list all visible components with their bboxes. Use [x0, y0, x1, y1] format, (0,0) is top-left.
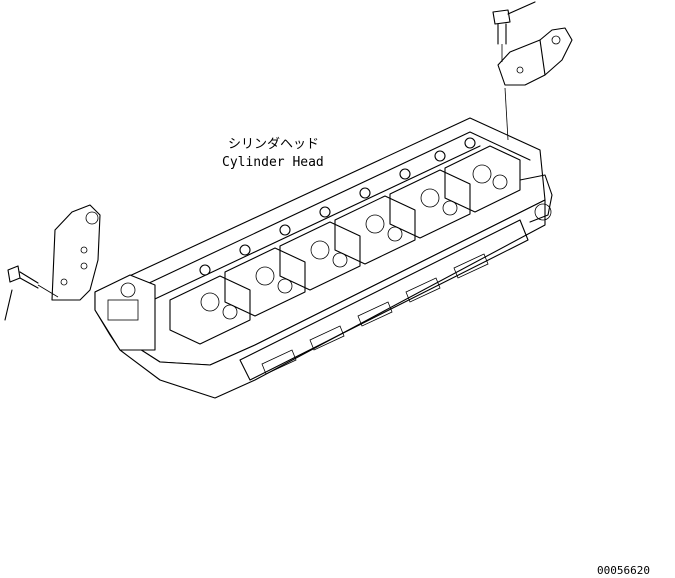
rear-lifting-bracket	[497, 27, 573, 86]
figure-number: 00056620	[597, 564, 650, 577]
manifold-face	[239, 219, 529, 381]
front-lifting-bracket	[51, 204, 101, 301]
cylinder-head	[94, 117, 553, 399]
rear-bolt	[492, 1, 536, 141]
valve-ports	[200, 164, 508, 320]
cylinder-bays	[169, 145, 521, 345]
front-bolt	[4, 265, 59, 321]
head-bolts	[199, 137, 476, 276]
part-label-en: Cylinder Head	[222, 155, 324, 170]
part-label-jp: シリンダヘッド	[228, 137, 319, 152]
